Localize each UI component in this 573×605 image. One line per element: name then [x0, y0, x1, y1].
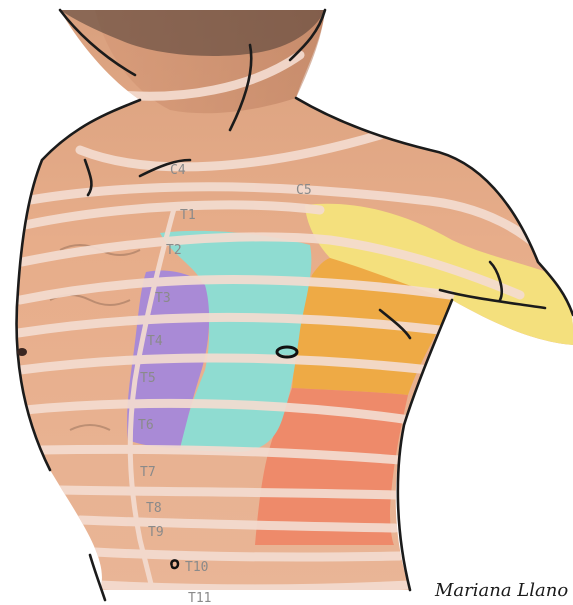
label-t10: T10 — [185, 560, 208, 575]
left-nipple — [17, 348, 27, 356]
label-t8: T8 — [146, 501, 162, 516]
label-t4: T4 — [147, 334, 163, 349]
artist-signature: Mariana Llano — [434, 580, 568, 601]
label-c5: C5 — [296, 183, 312, 198]
label-t3: T3 — [155, 291, 171, 306]
label-t5: T5 — [140, 371, 156, 386]
label-t11: T11 — [188, 591, 211, 605]
label-t2: T2 — [166, 243, 182, 258]
label-t1: T1 — [180, 208, 196, 223]
label-t7: T7 — [140, 465, 156, 480]
band-t8 — [60, 490, 395, 495]
label-t6: T6 — [138, 418, 154, 433]
band-t11 — [100, 585, 410, 589]
label-c4: C4 — [170, 163, 186, 178]
label-t9: T9 — [148, 525, 164, 540]
